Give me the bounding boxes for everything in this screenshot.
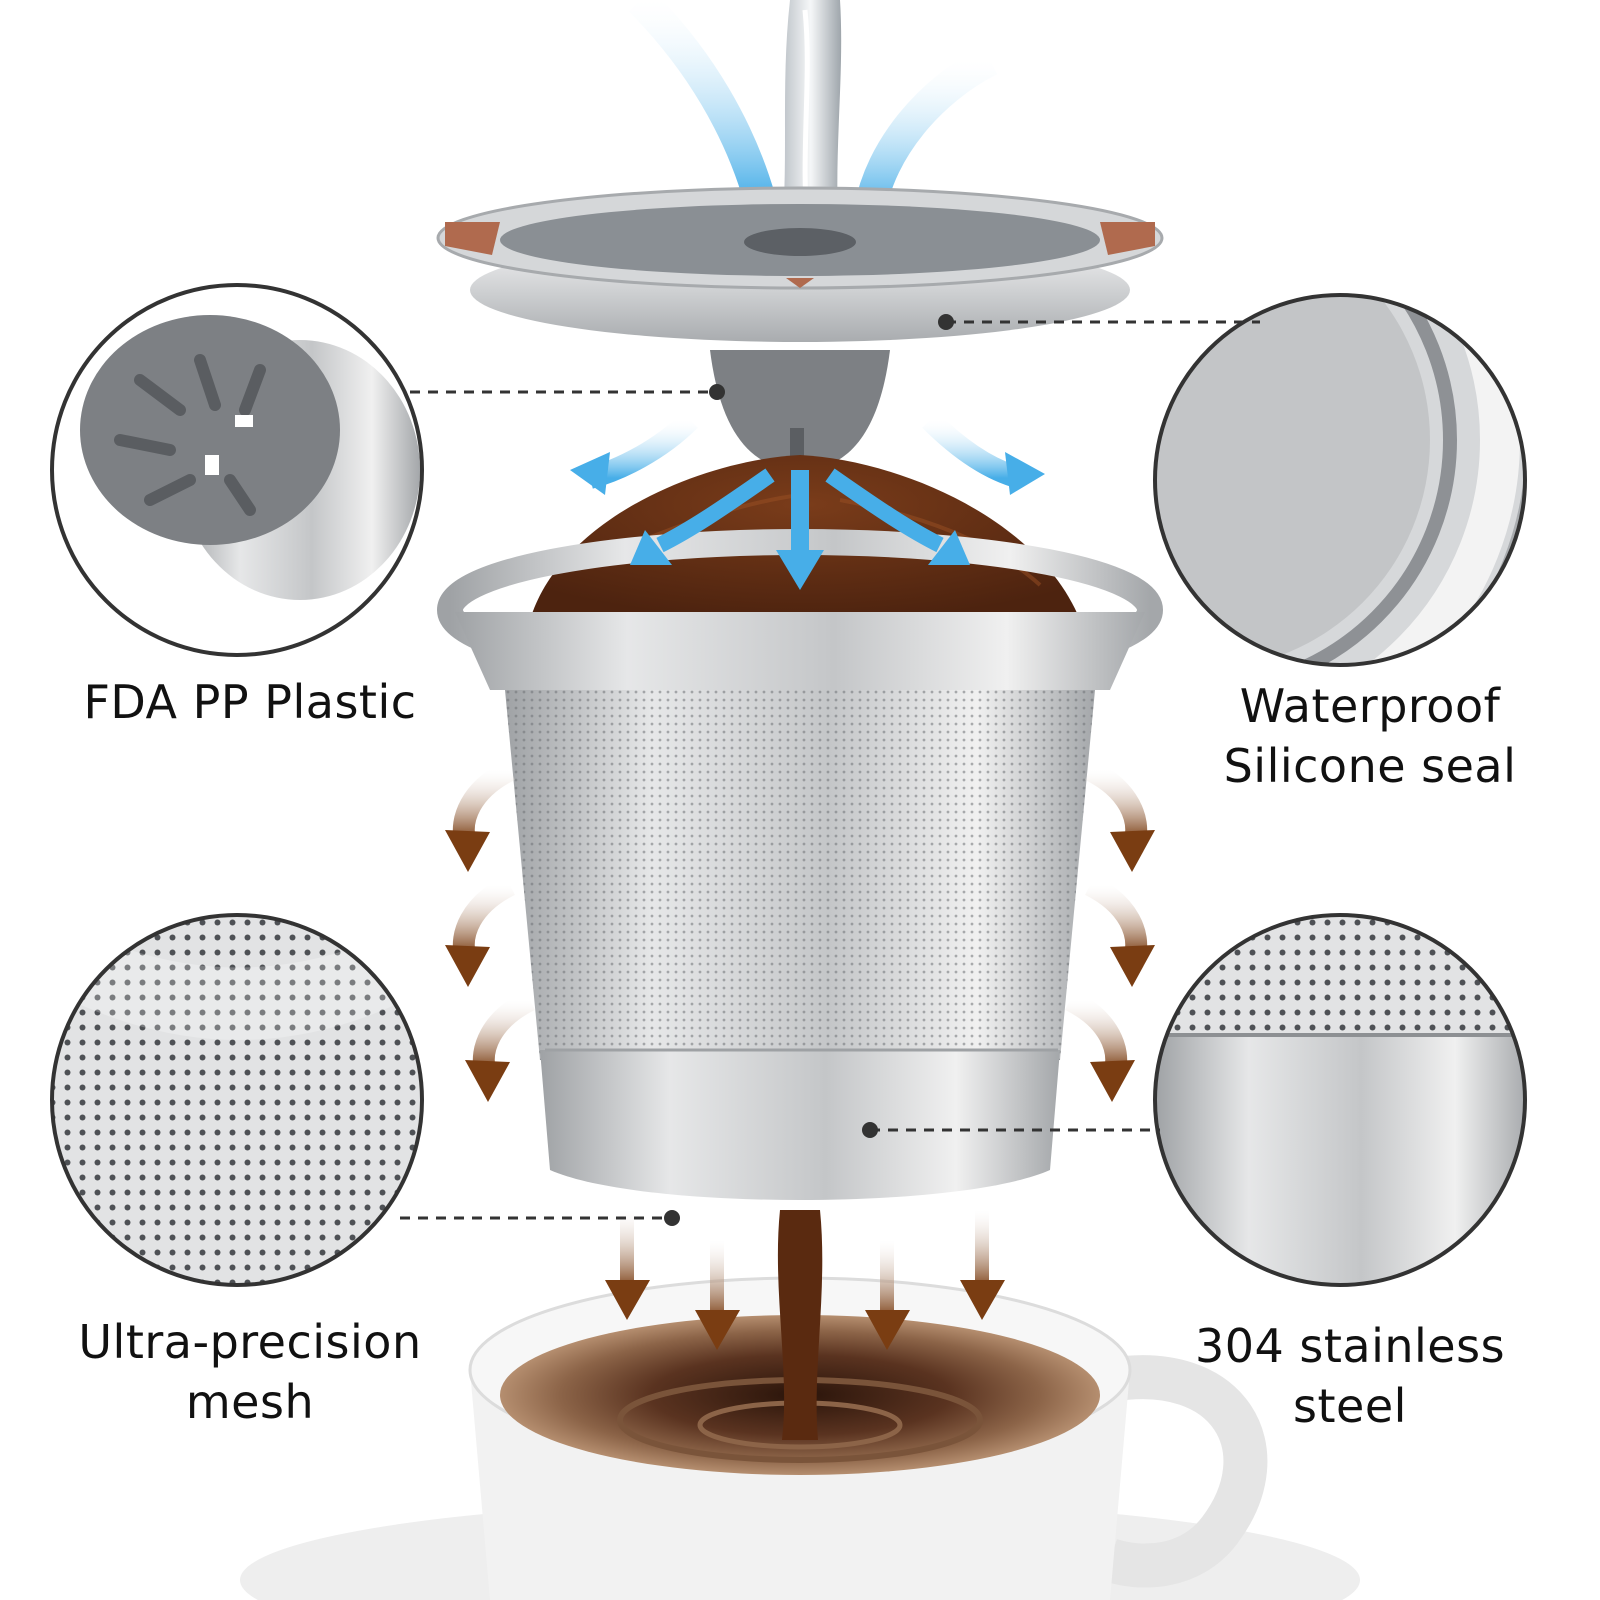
callout-leader-lines: [400, 320, 1260, 1220]
waterproof-seal-line-2: Silicone seal: [1223, 739, 1517, 793]
waterproof-seal-label: Waterproof Silicone seal: [1160, 676, 1580, 796]
stainless-steel-label: 304 stainless steel: [1140, 1316, 1560, 1436]
coffee-cup-icon: [240, 1210, 1360, 1600]
valve-nozzle: [710, 350, 890, 470]
callout-dots: [664, 314, 954, 1226]
silicone-lid: [436, 186, 1164, 342]
water-flow-arrow-icon: [570, 412, 1045, 495]
fda-pp-plastic-text: FDA PP Plastic: [83, 675, 417, 729]
water-flow-arrow-icon: [630, 468, 970, 590]
valve-callout: [50, 283, 424, 657]
seal-callout: [1153, 293, 1527, 667]
mesh-line-2: mesh: [185, 1375, 315, 1429]
mesh-callout: [50, 913, 424, 1287]
coffee-flow-arrow-icon: [605, 1210, 1005, 1350]
coffee-flow-arrow-icon: [445, 760, 1155, 1102]
waterproof-seal-line-1: Waterproof: [1239, 679, 1501, 733]
mesh-line-1: Ultra-precision: [78, 1315, 422, 1369]
steel-line-2: steel: [1293, 1379, 1407, 1433]
ultra-precision-mesh-label: Ultra-precision mesh: [40, 1312, 460, 1432]
steel-line-1: 304 stainless: [1194, 1319, 1506, 1373]
steel-callout: [1153, 913, 1527, 1287]
fda-pp-plastic-label: FDA PP Plastic: [40, 672, 460, 732]
